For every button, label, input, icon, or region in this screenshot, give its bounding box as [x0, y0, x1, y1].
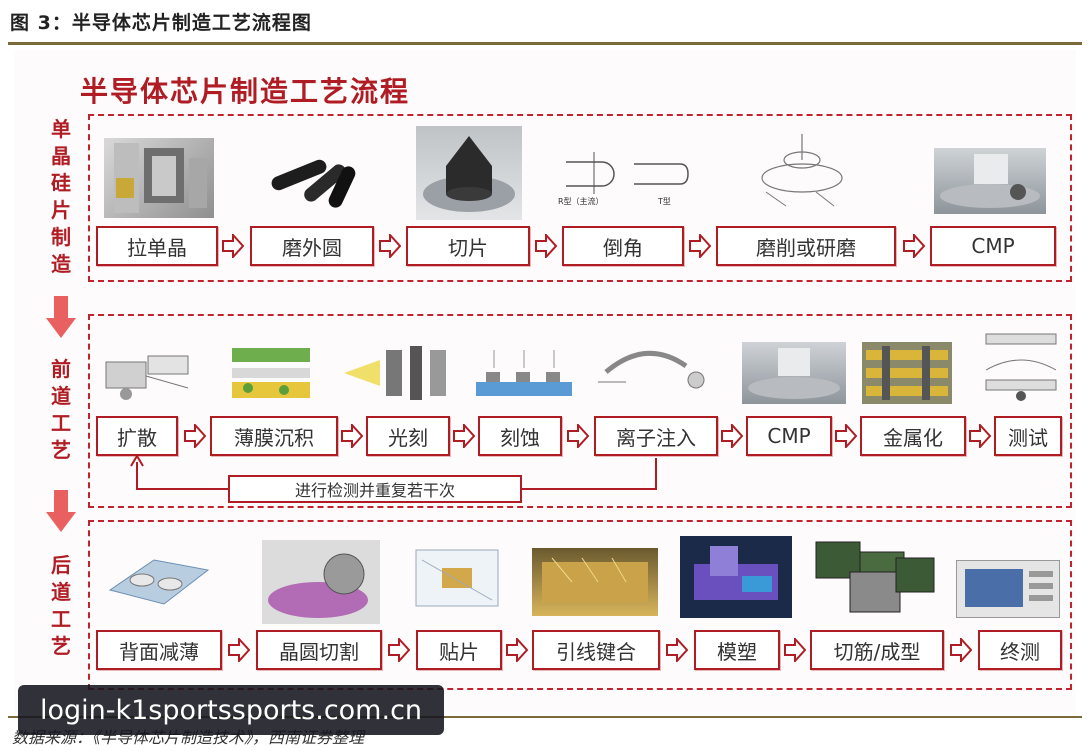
section-2-label-char: 道 — [51, 384, 71, 408]
image-grinding-sketch — [756, 130, 848, 212]
image-test — [984, 330, 1058, 406]
step-wafer-dicing: 晶圆切割 — [256, 630, 382, 670]
down-arrow — [46, 490, 76, 532]
flow-arrow — [784, 638, 806, 662]
section-2-label-char: 前 — [51, 357, 71, 381]
flow-arrow — [666, 638, 688, 662]
image-lithography — [340, 340, 452, 406]
flow-arrow — [903, 234, 925, 258]
image-wafer-dicing — [262, 540, 380, 624]
flow-arrow — [506, 638, 528, 662]
step-wire-bonding: 引线键合 — [532, 630, 660, 670]
flow-arrow — [184, 424, 206, 448]
section-1-label-char: 硅 — [51, 171, 71, 195]
step-metallization: 金属化 — [860, 416, 966, 456]
flow-arrow — [379, 234, 401, 258]
step-grind-od: 磨外圆 — [250, 226, 374, 266]
step-molding: 模塑 — [694, 630, 780, 670]
step-test: 测试 — [994, 416, 1062, 456]
flow-arrow — [567, 424, 589, 448]
flow-arrow — [341, 424, 363, 448]
flow-arrow — [950, 638, 972, 662]
section-3-label: 后 道 工 艺 — [48, 552, 74, 660]
step-final-test: 终测 — [978, 630, 1062, 670]
step-pull-crystal: 拉单晶 — [96, 226, 218, 266]
flow-arrow — [689, 234, 711, 258]
image-final-test — [956, 560, 1060, 618]
chamfer-r-type-label: R型（主流） — [558, 197, 604, 206]
section-1-label-char: 造 — [51, 252, 71, 276]
flow-arrow — [228, 638, 250, 662]
flow-arrow — [535, 234, 557, 258]
image-wafer-slicing — [416, 126, 522, 220]
step-lithography: 光刻 — [366, 416, 450, 456]
step-cmp-wafer: CMP — [930, 226, 1056, 266]
image-die-attach — [412, 540, 502, 616]
repeat-loop-label: 进行检测并重复若干次 — [228, 475, 522, 503]
section-2-border — [88, 314, 1072, 508]
section-1-label-char: 片 — [51, 198, 71, 222]
section-3-label-char: 工 — [51, 607, 71, 631]
section-2-label-char: 艺 — [51, 438, 71, 462]
flow-arrow — [721, 424, 743, 448]
image-crystal-puller — [104, 138, 214, 218]
down-arrow — [46, 296, 76, 338]
flow-arrow — [388, 638, 410, 662]
section-2-label-char: 工 — [51, 411, 71, 435]
image-chamfer-diagram: R型（主流） T型 — [554, 150, 694, 212]
step-film-deposition: 薄膜沉积 — [210, 416, 338, 456]
section-1-label-char: 单 — [51, 117, 71, 141]
bottom-rule — [8, 716, 1082, 718]
image-trim-form — [810, 536, 938, 614]
step-back-thinning: 背面减薄 — [96, 630, 222, 670]
flow-arrow — [453, 424, 475, 448]
image-diffusion — [96, 342, 200, 404]
diagram-title: 半导体芯片制造工艺流程 — [80, 75, 411, 108]
chamfer-t-type-label: T型 — [658, 197, 671, 206]
flow-arrow — [222, 234, 244, 258]
image-ion-implant — [596, 342, 720, 398]
step-cmp-front: CMP — [746, 416, 832, 456]
flow-arrow — [835, 424, 857, 448]
step-die-attach: 贴片 — [416, 630, 502, 670]
section-2-label: 前 道 工 艺 — [48, 356, 74, 464]
step-slice: 切片 — [406, 226, 530, 266]
image-wire-bonding — [532, 548, 658, 616]
image-molding — [680, 536, 792, 618]
section-3-label-char: 后 — [51, 553, 71, 577]
image-cmp-front — [742, 342, 846, 404]
image-film-deposition — [228, 342, 314, 404]
step-etching: 刻蚀 — [478, 416, 562, 456]
step-trim-form: 切筋/成型 — [810, 630, 944, 670]
step-chamfer: 倒角 — [562, 226, 684, 266]
section-1-border — [88, 114, 1072, 282]
image-metallization — [862, 342, 952, 404]
image-cmp-machine — [934, 148, 1046, 214]
section-3-label-char: 艺 — [51, 634, 71, 658]
image-back-thinning — [104, 540, 214, 614]
step-ion-implant: 离子注入 — [594, 416, 718, 456]
image-ingots — [262, 150, 362, 214]
step-grind-lap: 磨削或研磨 — [716, 226, 896, 266]
image-etching — [476, 348, 572, 398]
figure-title: 图 3：半导体芯片制造工艺流程图 — [10, 12, 312, 34]
section-1-label-char: 晶 — [51, 144, 71, 168]
step-diffusion: 扩散 — [96, 416, 178, 456]
flow-arrow — [969, 424, 991, 448]
watermark-banner: login-k1sportssports.com.cn — [18, 685, 444, 735]
section-1-label: 单 晶 硅 片 制 造 — [48, 116, 74, 278]
section-1-label-char: 制 — [51, 225, 71, 249]
section-3-label-char: 道 — [51, 580, 71, 604]
top-rule — [8, 42, 1082, 45]
section-3-border — [88, 520, 1072, 690]
